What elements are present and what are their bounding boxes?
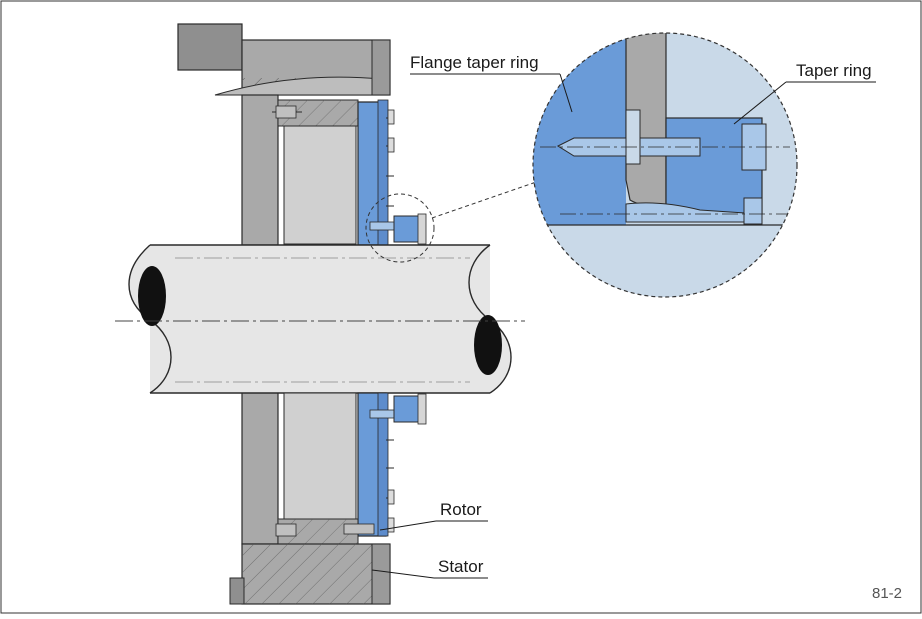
shaft: [115, 244, 525, 394]
detail-view: [533, 33, 797, 297]
label-stator: Stator: [371, 557, 488, 579]
figure-number: 81-2: [872, 585, 902, 602]
detail-marker-circle: [365, 193, 435, 263]
detail-view-boundary: [532, 32, 798, 298]
flange-taper-ring-top: [357, 99, 427, 246]
flange-taper-ring-label: Flange taper ring: [410, 53, 539, 72]
stator-label: Stator: [438, 557, 484, 576]
label-taper-ring: Taper ring: [733, 61, 876, 125]
label-rotor: Rotor: [379, 500, 488, 531]
rotor-label: Rotor: [440, 500, 482, 519]
detail-connector: [431, 179, 543, 219]
taper-ring-label: Taper ring: [796, 61, 872, 80]
flange-taper-ring-bottom: [357, 392, 427, 537]
housing-wall: [241, 94, 279, 545]
stator-top: [177, 23, 391, 96]
label-flange-taper-ring: Flange taper ring: [410, 53, 573, 113]
stator-bottom: [229, 543, 391, 605]
rotor-bottom: [275, 392, 375, 545]
rotor-top: [272, 99, 359, 245]
